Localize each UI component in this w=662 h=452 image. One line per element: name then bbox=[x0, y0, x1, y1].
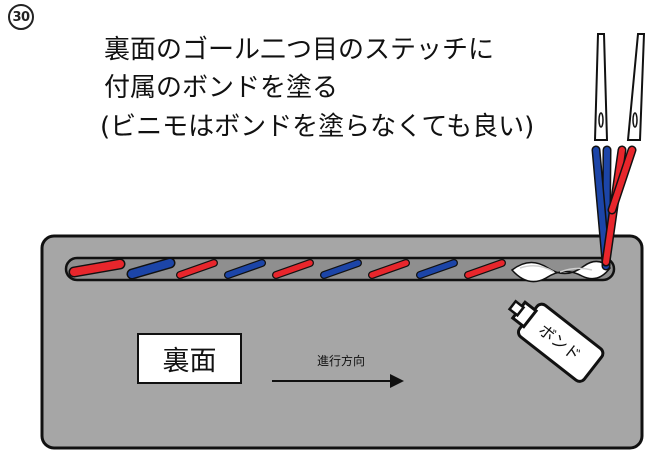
stitch-red bbox=[177, 260, 217, 278]
instruction-line-3: (ビニモはボンドを塗らなくても良い) bbox=[100, 112, 535, 142]
threads-to-needles bbox=[591, 145, 637, 271]
needle-icon bbox=[626, 33, 646, 141]
stitch-red bbox=[70, 260, 124, 276]
bond-applied bbox=[510, 260, 611, 283]
direction-label: 進行方向 bbox=[317, 354, 366, 368]
stitch-blue bbox=[128, 259, 174, 278]
leather-panel bbox=[40, 234, 644, 450]
stitch-red bbox=[465, 260, 505, 278]
stitch-blue bbox=[321, 260, 361, 278]
step-number-badge: 30 bbox=[8, 4, 34, 30]
instruction-line-2: 付属のボンドを塗る bbox=[104, 73, 339, 103]
stitch-red bbox=[369, 260, 409, 278]
stitch-red bbox=[273, 260, 313, 278]
stitch-blue bbox=[225, 260, 265, 278]
stitch-row bbox=[68, 257, 506, 280]
back-side-label: 裏面 bbox=[137, 333, 242, 384]
instruction-line-1: 裏面のゴール二つ目のステッチに bbox=[104, 35, 495, 65]
needle-icon bbox=[593, 33, 609, 141]
stitch-blue bbox=[417, 260, 457, 278]
arrow-right-icon bbox=[272, 374, 404, 388]
